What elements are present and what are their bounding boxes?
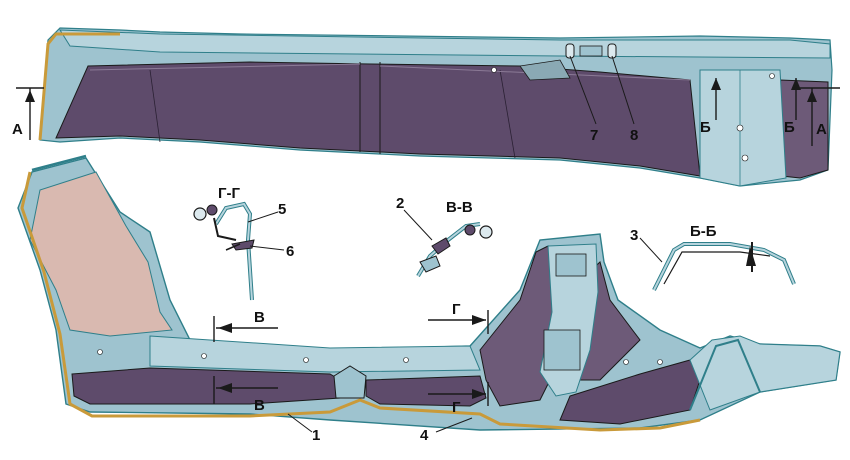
section-arrow-b-left: Б: [700, 78, 721, 136]
lower-cavity-rear: [559, 359, 701, 425]
section-arrow-a-left: А: [12, 87, 44, 140]
lower-window: [29, 171, 173, 337]
label-g-lower: Г: [452, 399, 461, 416]
callout-6: 6: [286, 243, 294, 260]
label-v-upper: В: [254, 309, 265, 326]
section-arrow-v-lower: В: [213, 376, 278, 414]
plug-8: [607, 43, 617, 59]
section-arrow-b-right: Б: [784, 78, 801, 136]
lower-seal: [20, 171, 701, 432]
lower-panel: [17, 154, 841, 432]
lower-cavity-mid: [365, 375, 487, 407]
upper-cavity: [55, 61, 701, 177]
lower-plug: [333, 365, 367, 399]
callout-8: 8: [630, 127, 638, 144]
section-arrow-g-upper: Г: [428, 301, 489, 334]
callout-4: 4: [420, 427, 429, 444]
section-bb-detail: Б-Б 3: [630, 223, 796, 291]
plug-7: [565, 43, 575, 59]
label-a-left: А: [12, 121, 23, 138]
section-bb-title: Б-Б: [690, 223, 717, 240]
lower-rear-end: [689, 335, 841, 411]
callout-3: 3: [630, 227, 638, 244]
section-gg-title: Г-Г: [218, 185, 240, 202]
section-vv-detail: В-В 2: [396, 195, 493, 278]
callout-1: 1: [312, 427, 320, 444]
section-gg-detail: Г-Г 5 6: [193, 185, 294, 301]
section-arrow-g-lower: Г: [428, 382, 489, 416]
section-vv-title: В-В: [446, 199, 473, 216]
label-b-left: Б: [700, 119, 711, 136]
callout-2: 2: [396, 195, 404, 212]
label-v-lower: В: [254, 397, 265, 414]
callout-7: 7: [590, 127, 598, 144]
lower-rocker-strip: [149, 335, 481, 373]
label-g-upper: Г: [452, 301, 461, 318]
upper-flange: [59, 29, 831, 59]
section-arrow-v-upper: В: [213, 309, 278, 342]
callout-5: 5: [278, 201, 286, 218]
upper-seal: [38, 32, 120, 141]
label-b-right: Б: [784, 119, 795, 136]
label-a-right: А: [816, 121, 827, 138]
upper-panel: [38, 27, 833, 187]
lower-cavity-front: [71, 367, 341, 405]
section-arrow-a-right: А: [800, 87, 840, 146]
